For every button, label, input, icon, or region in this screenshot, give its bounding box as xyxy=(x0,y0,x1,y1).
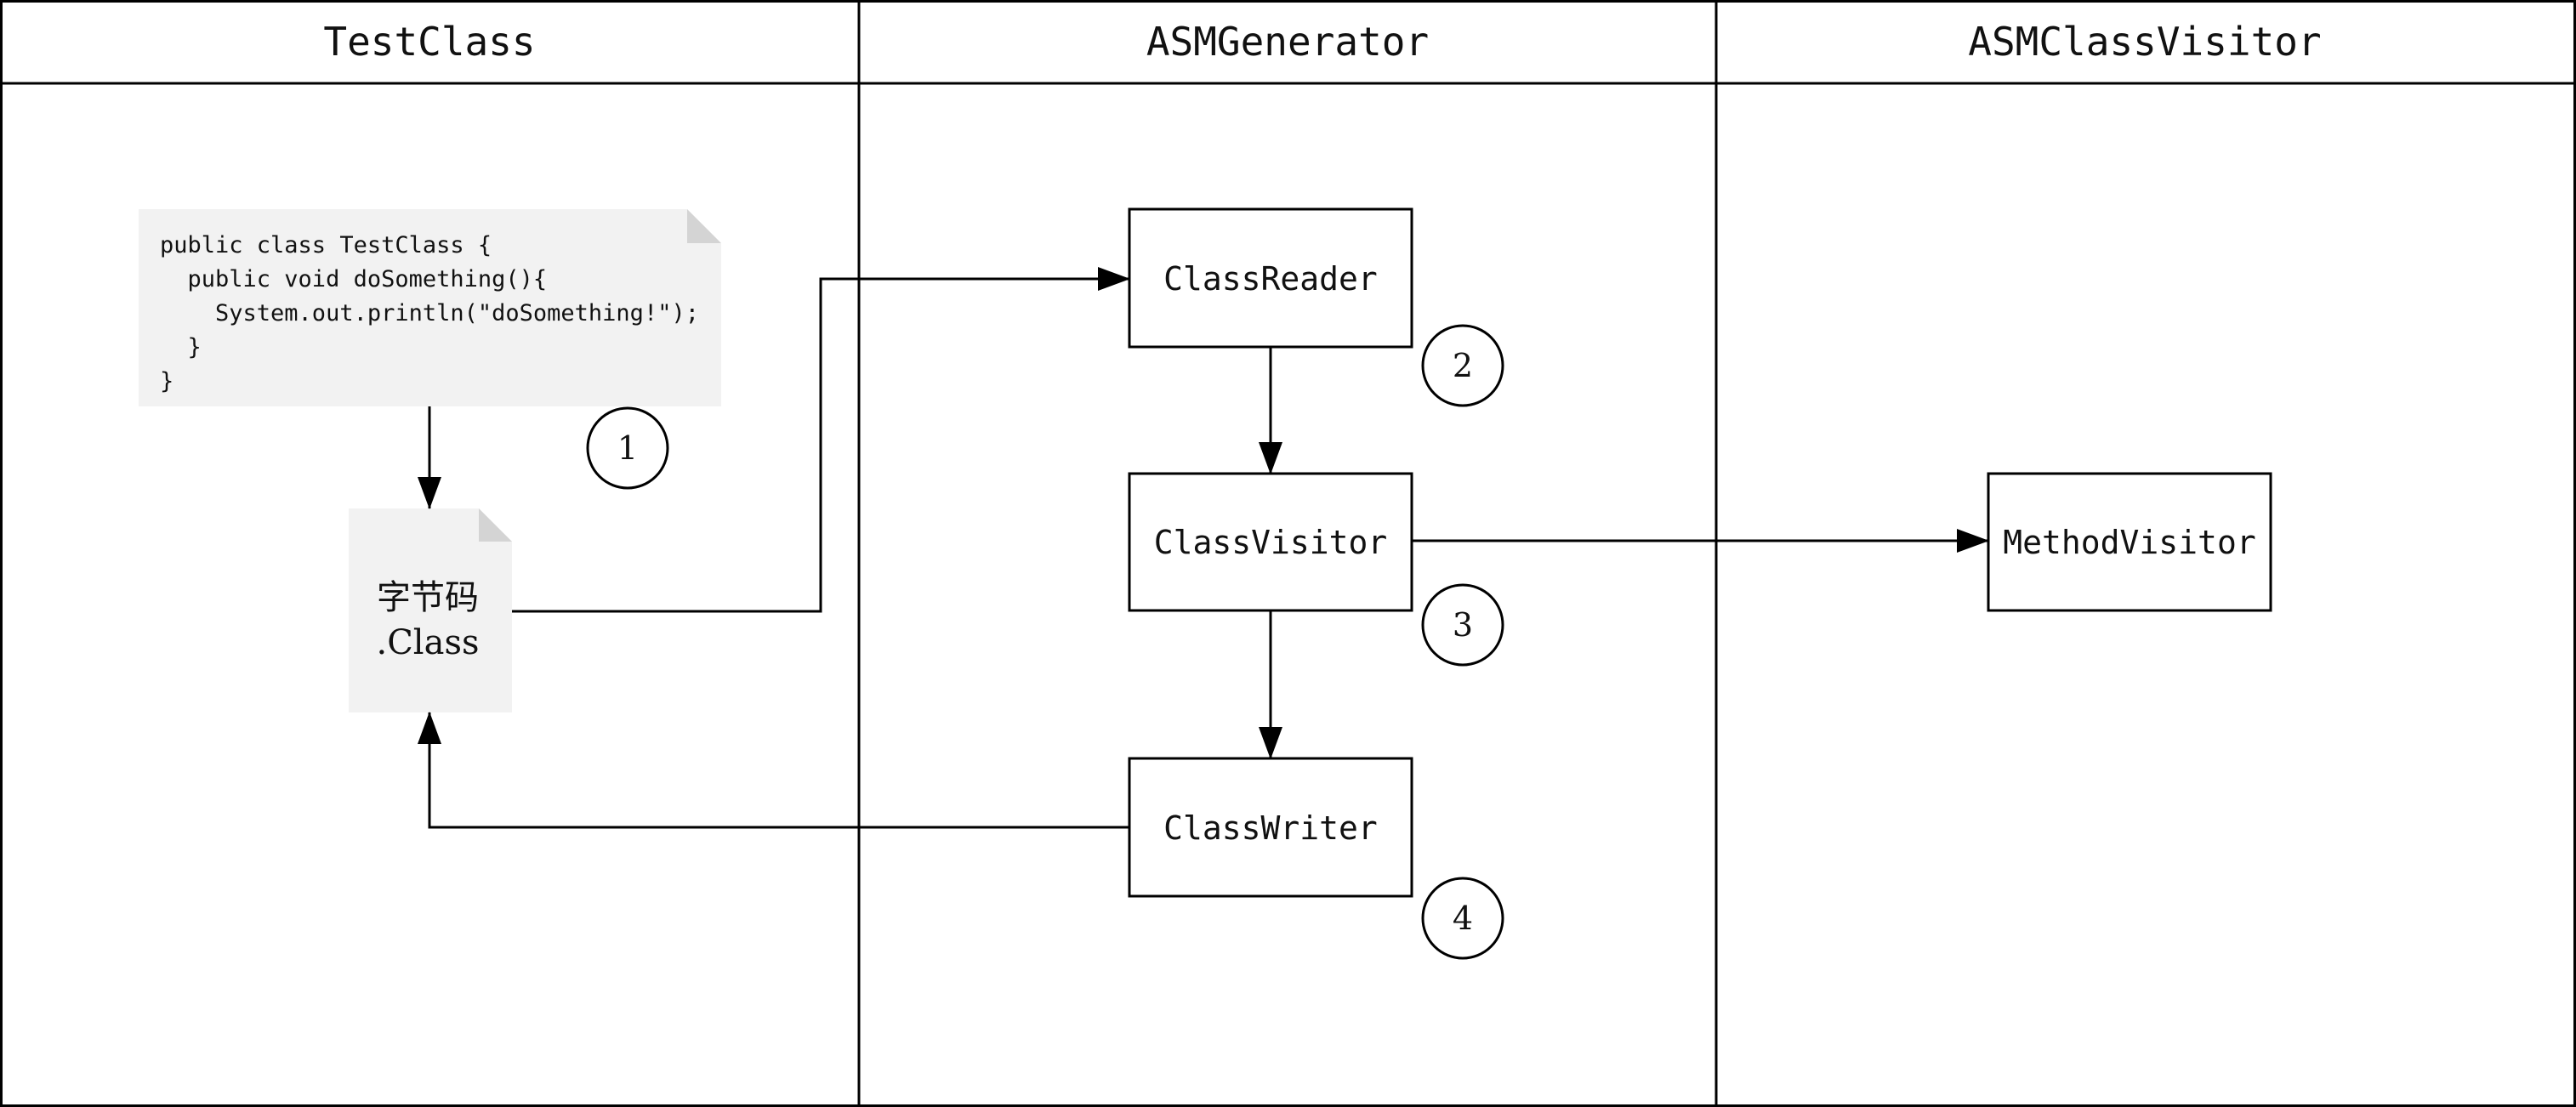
code-line-5: } xyxy=(160,368,173,395)
class-visitor-label: ClassVisitor xyxy=(1154,524,1388,561)
bytecode-label-class: .Class xyxy=(376,623,479,662)
lane-title-testclass: TestClass xyxy=(323,19,535,65)
step-2-badge: 2 xyxy=(1421,324,1504,407)
step-1-number: 1 xyxy=(617,429,638,467)
code-line-4: } xyxy=(160,334,202,360)
code-line-1: public class TestClass { xyxy=(160,232,492,258)
arrow-bytecode-to-classreader xyxy=(512,267,1130,613)
class-visitor-box: ClassVisitor xyxy=(1128,472,1413,612)
step-4-badge: 4 xyxy=(1421,877,1504,960)
step-1-badge: 1 xyxy=(586,406,669,490)
class-writer-label: ClassWriter xyxy=(1163,809,1378,847)
method-visitor-label: MethodVisitor xyxy=(2003,524,2255,561)
lane-title-asmgenerator: ASMGenerator xyxy=(1146,19,1429,65)
method-visitor-box: MethodVisitor xyxy=(1987,472,2272,612)
arrow-classwriter-to-bytecode xyxy=(418,712,1129,829)
class-writer-box: ClassWriter xyxy=(1128,757,1413,898)
bytecode-document: 字节码 .Class xyxy=(349,508,512,712)
class-reader-box: ClassReader xyxy=(1128,207,1413,349)
code-line-2: public void doSomething(){ xyxy=(160,266,547,292)
bytecode-label-cn: 字节码 xyxy=(377,578,479,617)
lane-title-asmclassvisitor: ASMClassVisitor xyxy=(1968,19,2321,65)
step-2-number: 2 xyxy=(1453,347,1473,384)
step-3-number: 3 xyxy=(1453,606,1473,644)
source-code-document: public class TestClass { public void doS… xyxy=(139,209,721,406)
step-4-number: 4 xyxy=(1453,900,1473,937)
step-3-badge: 3 xyxy=(1421,583,1504,667)
class-reader-label: ClassReader xyxy=(1163,260,1378,298)
code-line-3: System.out.println("doSomething!"); xyxy=(160,300,699,326)
